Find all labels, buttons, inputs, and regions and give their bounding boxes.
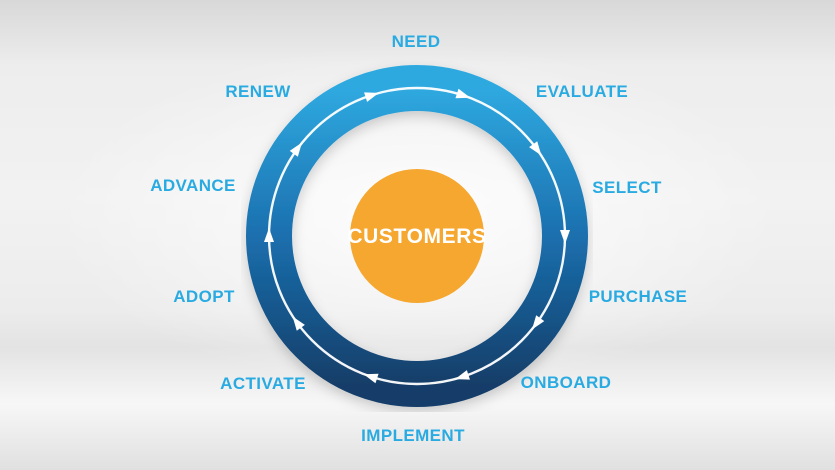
arrow-icons	[264, 88, 570, 384]
arrow-icon	[363, 373, 379, 384]
stage-label-purchase: PURCHASE	[588, 287, 688, 306]
lifecycle-ring-svg	[246, 65, 588, 407]
arrow-icon	[292, 316, 305, 331]
stage-label-renew: RENEW	[225, 82, 291, 101]
arrow-icon	[455, 370, 470, 380]
center-circle	[350, 169, 484, 303]
arrow-icon	[531, 315, 545, 330]
stage-label-need: NEED	[391, 32, 441, 51]
stage-label-advance: ADVANCE	[150, 176, 236, 195]
stage-label-evaluate: EVALUATE	[535, 82, 629, 101]
stage-label-select: SELECT	[592, 178, 662, 197]
arrow-icon	[560, 230, 570, 244]
lifecycle-ring-graphic	[241, 60, 593, 412]
arrow-icon	[364, 92, 379, 102]
stage-label-onboard: ONBOARD	[520, 373, 612, 392]
center-label: CUSTOMERS	[347, 225, 487, 248]
stage-label-activate: ACTIVATE	[220, 374, 306, 393]
arrow-icon	[455, 88, 471, 99]
stage-label-adopt: ADOPT	[173, 287, 235, 306]
arrow-icon	[289, 142, 303, 157]
stage-label-implement: IMPLEMENT	[361, 426, 465, 445]
arrow-icon	[529, 141, 542, 156]
arrow-icon	[264, 228, 274, 242]
